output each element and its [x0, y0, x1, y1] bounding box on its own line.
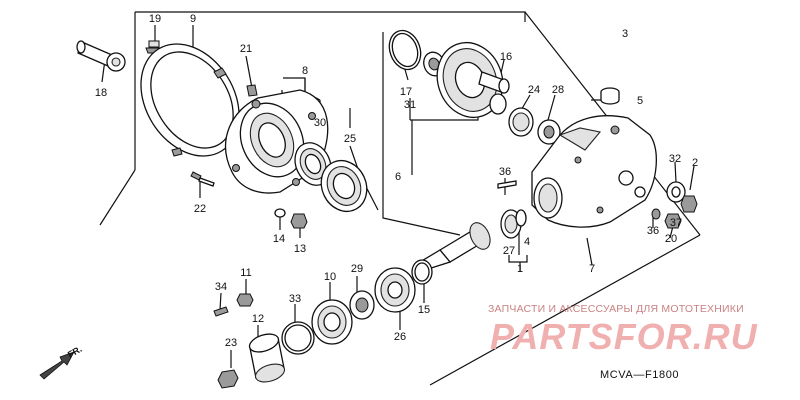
callout-29: 29: [351, 263, 363, 275]
part-15-snap-ring: [411, 259, 433, 285]
direction-label: FR.: [66, 344, 84, 360]
part-16-shim: [489, 93, 507, 115]
part-23-nut: [217, 369, 239, 389]
callout-6: 6: [395, 171, 401, 183]
part-11-nut: [236, 293, 254, 307]
callout-11: 11: [240, 267, 251, 279]
part-26-bearing: [374, 267, 416, 313]
part-10-coupling: [311, 299, 353, 345]
part-9-gasket: [140, 43, 240, 157]
part-6-pinion: [419, 222, 491, 271]
watermark-logo: PARTSFOR.RU: [490, 316, 758, 357]
callout-12: 12: [252, 313, 264, 325]
callout-9: 9: [190, 13, 196, 25]
diagram-code: MCVA—F1800: [600, 369, 680, 381]
part-29-spacer: [349, 290, 375, 320]
part-28-seal: [537, 119, 561, 145]
part-2-nut: [680, 195, 698, 213]
callout-14: 14: [273, 233, 285, 245]
part-22-bolt: [190, 171, 215, 187]
callout-1: 1: [517, 263, 523, 275]
callout-37: 37: [670, 217, 682, 229]
watermark-tagline: ЗАПЧАСТИ И АКСЕССУАРЫ ДЛЯ МОТОТЕХНИКИ: [488, 303, 744, 315]
part-36-washer: [651, 208, 661, 220]
callout-18: 18: [95, 87, 107, 99]
front-direction-arrow-icon: FR.: [39, 344, 84, 380]
part-13-nut: [290, 213, 308, 229]
callout-34: 34: [215, 281, 227, 293]
callout-33: 33: [289, 293, 301, 305]
part-21-bolt: [246, 84, 258, 97]
part-34-bolt: [213, 306, 229, 317]
callout-21: 21: [240, 43, 252, 55]
callout-16: 16: [500, 51, 512, 63]
part-25-bearing: [320, 160, 368, 212]
callout-36-lower: 36: [647, 225, 659, 237]
part-7-gear-case: [531, 115, 657, 228]
callout-24: 24: [528, 84, 540, 96]
callout-32: 32: [669, 153, 681, 165]
callout-15: 15: [418, 304, 430, 316]
part-24-bearing: [508, 107, 534, 137]
part-32-washer: [666, 181, 686, 203]
part-27-bearing: [500, 209, 522, 239]
callout-23: 23: [225, 337, 237, 349]
callout-10: 10: [324, 271, 336, 283]
callout-22: 22: [194, 203, 206, 215]
part-31-ring-gear: [436, 42, 510, 118]
callout-7: 7: [589, 263, 595, 275]
part-14-washer: [274, 208, 286, 218]
callout-2: 2: [692, 157, 698, 169]
part-17-snap-ring: [388, 29, 422, 71]
callout-25: 25: [344, 133, 356, 145]
part-20-bolt: [664, 213, 682, 229]
callout-26: 26: [394, 331, 406, 343]
part-33-o-ring: [281, 321, 315, 355]
callout-17: 17: [400, 86, 412, 98]
part-4-ring: [515, 209, 527, 227]
callout-8: 8: [302, 65, 308, 77]
part-18-plug: [76, 40, 126, 72]
part-36-pin: [497, 180, 517, 189]
callout-19: 19: [149, 13, 161, 25]
callout-36-upper: 36: [499, 166, 511, 178]
callout-20: 20: [665, 233, 677, 245]
callout-27: 27: [503, 245, 515, 257]
callout-5: 5: [637, 95, 643, 107]
callout-13: 13: [294, 243, 306, 255]
callout-labels: 19 9 18 21 8 30 25 22 14 13 17 31 6 16 2…: [95, 13, 698, 349]
callout-3: 3: [622, 28, 628, 40]
callout-31: 31: [404, 99, 416, 111]
part-12-damper: [248, 333, 286, 383]
callout-4: 4: [524, 236, 530, 248]
callout-30: 30: [314, 117, 326, 129]
callout-28: 28: [552, 84, 564, 96]
part-small-bearing: [423, 51, 445, 77]
part-5-cap: [600, 87, 620, 105]
